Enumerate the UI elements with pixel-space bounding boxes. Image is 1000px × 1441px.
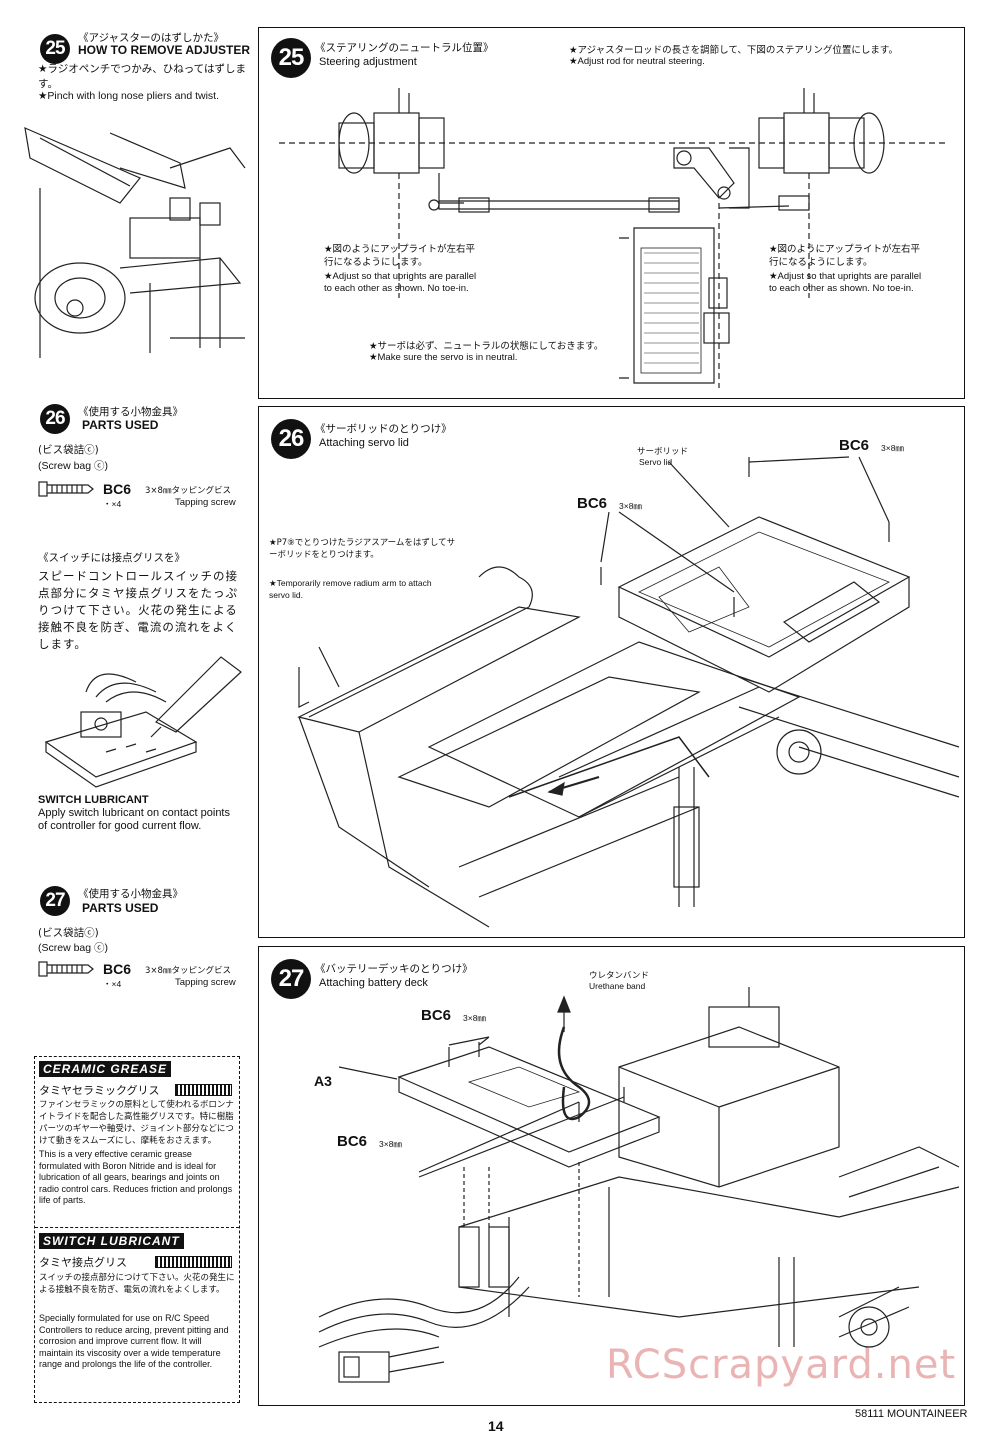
- page-number: 14: [488, 1418, 504, 1434]
- panel-step-27: 27 《バッテリーデッキのとりつけ》 Attaching battery dec…: [258, 946, 965, 1406]
- urethane-band-label-en: Urethane band: [589, 981, 646, 991]
- switch-title-jp: 《スイッチには接点グリスを》: [38, 552, 185, 564]
- step-26-bc6-mid-size: 3×8㎜: [619, 501, 642, 511]
- step-26-badge: 26: [271, 419, 311, 459]
- switch-lubricant-body-jp: スイッチの接点部分につけて下さい。火花の発生による接触不良を防ぎ、電気の流れをよ…: [39, 1273, 235, 1295]
- adjuster-removal-illustration: [24, 127, 246, 358]
- battery-deck-illustration: [318, 987, 960, 1383]
- switch-lubricant-tube-icon: [155, 1256, 232, 1268]
- step-26-left-title-jp: 《使用する小物金具》: [78, 406, 183, 418]
- step-27-left-part-size: 3×8㎜タッピングビス: [145, 966, 231, 976]
- step-26-note-jp: ★P7⑨でとりつけたラジアスアームをはずしてサーボリッドをとりつけます。: [269, 538, 456, 560]
- switch-title-en: SWITCH LUBRICANT: [38, 794, 149, 806]
- servo-lid-label-jp: サーボリッド: [637, 447, 689, 457]
- step-26-title-jp: 《サーボリッドのとりつけ》: [315, 423, 452, 435]
- step-25-right-note-jp: ★図のようにアップライトが左右平行になるようにします。: [769, 244, 921, 268]
- ceramic-grease-body-jp: ファインセラミックの原料として使われるボロンナイトライドを配合した高性能グリスで…: [39, 1100, 234, 1146]
- step-27-left-title-jp: 《使用する小物金具》: [78, 888, 183, 900]
- step-25-left-note-jp: ★ラジオペンチでつかみ、ひねってはずします。: [38, 63, 246, 90]
- step-25-left-note-en: ★Pinch with long nose pliers and twist.: [38, 90, 220, 102]
- step-25-top-note-en: ★Adjust rod for neutral steering.: [569, 56, 705, 67]
- step-26-left-part-qty: ・×4: [103, 499, 122, 509]
- step-27-bc6-bottom-size: 3×8㎜: [379, 1139, 402, 1149]
- grease-info-box: CERAMIC GREASE タミヤセラミックグリス ファインセラミックの原料と…: [34, 1056, 240, 1403]
- step-27-badge: 27: [271, 959, 311, 999]
- step-25-badge: 25: [271, 38, 311, 78]
- step-27-left-part-code: BC6: [103, 961, 132, 977]
- step-27-left-bag-jp: (ビス袋詰ⓒ): [38, 927, 99, 939]
- switch-lubricant-name: タミヤ接点グリス: [39, 1256, 127, 1269]
- step-25-title-jp: 《ステアリングのニュートラル位置》: [315, 42, 494, 54]
- switch-lubricant-body-en: Specially formulated for use on R/C Spee…: [39, 1313, 229, 1369]
- step-27-left-title-en: PARTS USED: [82, 901, 159, 915]
- step-26-left-title-en: PARTS USED: [82, 418, 159, 432]
- switch-body-jp: スピードコントロールスイッチの接点部分にタミヤ接点グリスをたっぷりつけて下さい。…: [38, 569, 238, 651]
- step-26-bc6-top-size: 3×8㎜: [881, 443, 904, 453]
- watermark: RCScrapyard.net: [606, 1342, 957, 1388]
- step-27-left-part-qty: ・×4: [103, 979, 122, 989]
- step-25-servo-note-jp: ★サーボは必ず、ニュートラルの状態にしておきます。: [369, 341, 604, 352]
- step-26-left-part-name: Tapping screw: [175, 497, 236, 508]
- step-25-left-title-en: HOW TO REMOVE ADJUSTER: [78, 43, 251, 57]
- step-26-left-part-size: 3×8㎜タッピングビス: [145, 486, 231, 496]
- step-25-servo-note-en: ★Make sure the servo is in neutral.: [369, 352, 518, 363]
- servo-lid-label-en: Servo lid: [639, 457, 673, 467]
- step-27-title-jp: 《バッテリーデッキのとりつけ》: [315, 963, 473, 975]
- step-25-left-badge: 25: [40, 34, 70, 64]
- step-27-a3-label: A3: [314, 1073, 332, 1089]
- model-name: 58111 MOUNTAINEER: [855, 1408, 968, 1420]
- step-27-left-badge: 27: [40, 886, 70, 916]
- step-26-left-bag-en: (Screw bag ⓒ): [38, 460, 109, 472]
- step-26-bc6-mid: BC6: [577, 495, 608, 512]
- panel-step-26: 26 《サーボリッドのとりつけ》 Attaching servo lid サーボ…: [258, 406, 965, 938]
- panel-step-25: 25 《ステアリングのニュートラル位置》 Steering adjustment…: [258, 27, 965, 399]
- step-26-note-en: ★Temporarily remove radium arm to attach…: [269, 578, 432, 600]
- step-25-left-note-en: ★Adjust so that uprights are parallel to…: [324, 271, 477, 294]
- step-27-title-en: Attaching battery deck: [319, 977, 428, 989]
- step-25-left-title-jp: 《アジャスターのはずしかた》: [78, 32, 225, 44]
- step-26-left-badge: 26: [40, 404, 70, 434]
- step-25-left-note-jp: ★図のようにアップライトが左右平行になるようにします。: [324, 244, 476, 268]
- step-27-bc6-top: BC6: [421, 1007, 452, 1024]
- step-27-bc6-top-size: 3×8㎜: [463, 1013, 486, 1023]
- servo-lid-chassis-illustration: [297, 456, 960, 928]
- step-26-title-en: Attaching servo lid: [319, 437, 409, 449]
- step-27-left-bag-en: (Screw bag ⓒ): [38, 942, 109, 954]
- step-25-top-note-jp: ★アジャスターロッドの長さを調節して、下図のステアリング位置にします。: [569, 45, 898, 56]
- steering-linkage-illustration: [279, 88, 949, 388]
- ceramic-grease-body-en: This is a very effective ceramic grease …: [39, 1149, 233, 1205]
- step-26-left-part-code: BC6: [103, 481, 132, 497]
- step-26-bc6-top: BC6: [839, 437, 870, 454]
- switch-lubricant-illustration: [44, 656, 242, 788]
- ceramic-grease-tube-icon: [175, 1084, 232, 1096]
- ceramic-grease-label: CERAMIC GREASE: [39, 1061, 172, 1077]
- step-27-left-part-name: Tapping screw: [175, 977, 236, 988]
- tapping-screw-icon: [38, 481, 94, 497]
- tapping-screw-icon: [38, 961, 94, 977]
- ceramic-grease-name: タミヤセラミックグリス: [39, 1084, 160, 1097]
- step-25-title-en: Steering adjustment: [319, 56, 417, 68]
- urethane-band-label-jp: ウレタンバンド: [589, 971, 649, 981]
- step-25-right-note-en: ★Adjust so that uprights are parallel to…: [769, 271, 922, 294]
- switch-body-en: Apply switch lubricant on contact points…: [38, 807, 230, 832]
- step-26-left-bag-jp: (ビス袋詰ⓒ): [38, 444, 99, 456]
- step-27-bc6-bottom: BC6: [337, 1133, 368, 1150]
- switch-lubricant-label: SWITCH LUBRICANT: [39, 1233, 184, 1249]
